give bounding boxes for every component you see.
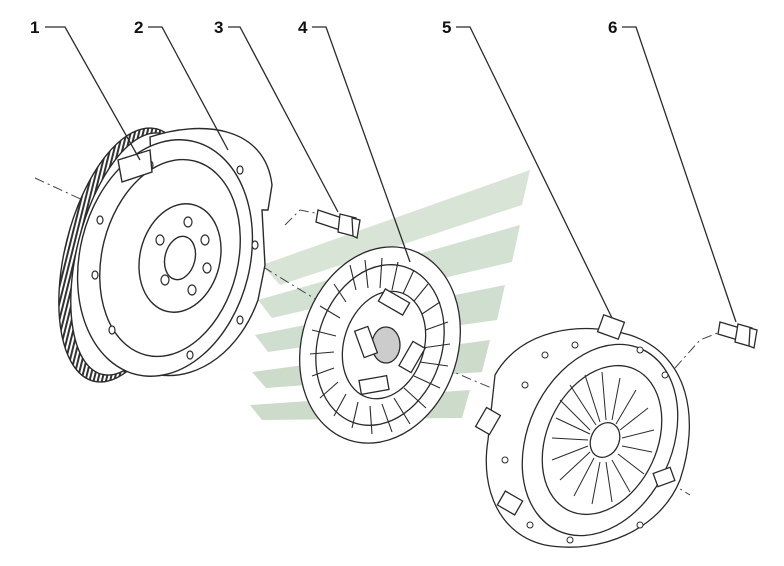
callout-2: 2 — [134, 18, 143, 37]
callout-labels: 1 2 3 4 5 6 — [30, 18, 617, 37]
callout-6: 6 — [608, 18, 617, 37]
pressure-plate-icon — [474, 313, 690, 548]
flywheel-icon — [58, 127, 273, 383]
pressure-plate-bolt-icon — [717, 321, 758, 349]
callout-3: 3 — [214, 18, 223, 37]
callout-4: 4 — [298, 18, 308, 37]
flywheel-bolt-icon — [315, 209, 361, 239]
leader-lines — [45, 26, 737, 323]
callout-5: 5 — [442, 18, 451, 37]
callout-1: 1 — [30, 18, 39, 37]
clutch-disc-icon — [298, 246, 462, 444]
